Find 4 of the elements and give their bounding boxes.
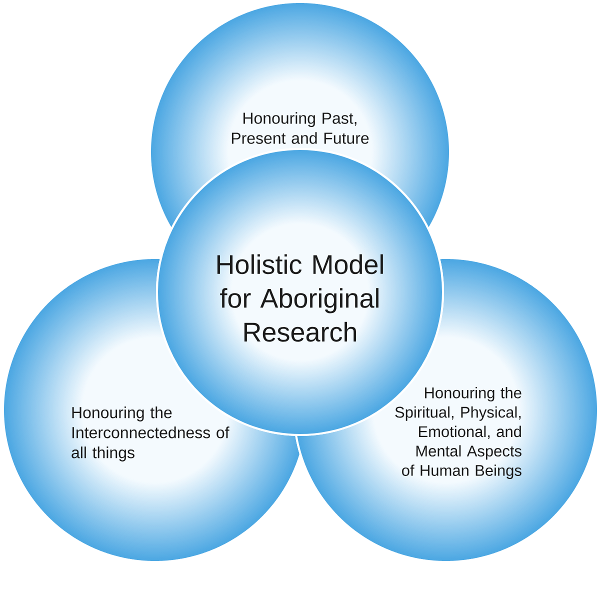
circle-text: Honouring the Spiritual, Physical, Emotional, and Mental Aspects of Human Beings bbox=[395, 386, 522, 480]
circle-text: Holistic Model for Aboriginal Research bbox=[217, 254, 383, 342]
circle-text: Honouring Past, Present and Future bbox=[232, 112, 369, 144]
circle-text: Honouring the Interconnectedness of all things bbox=[72, 406, 230, 462]
